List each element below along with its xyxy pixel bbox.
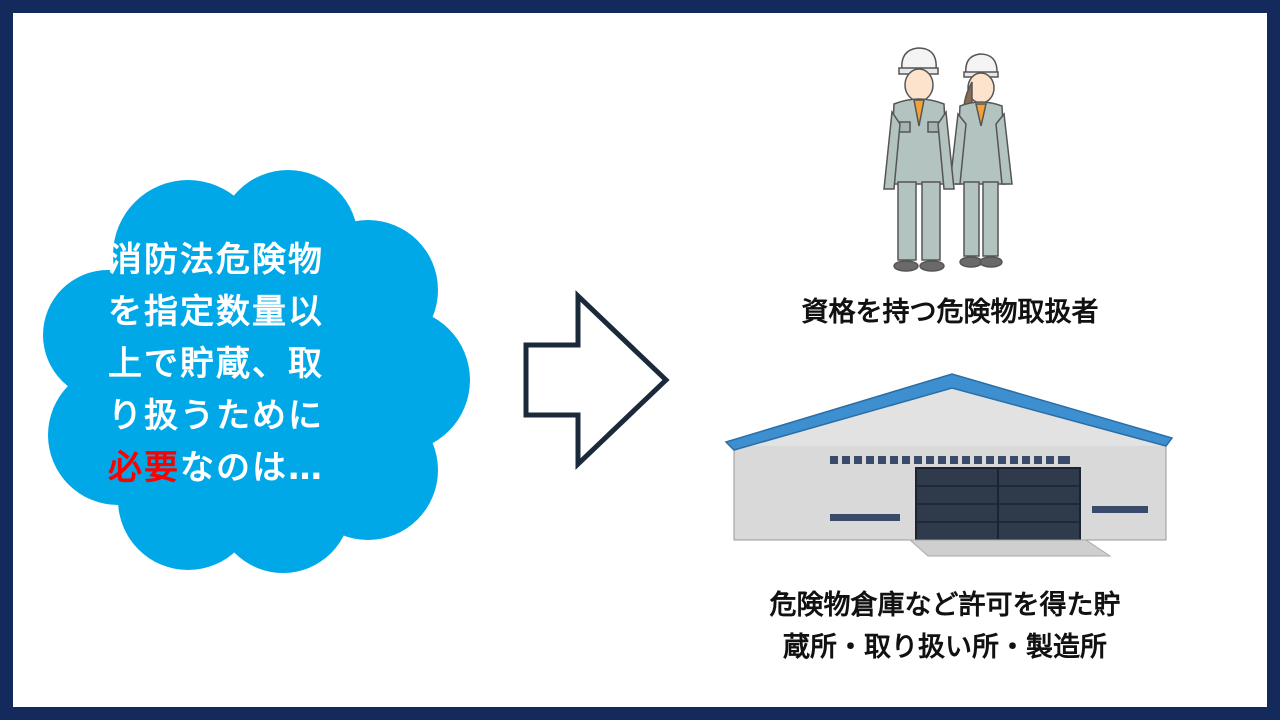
highlight-word: 必要 [108, 448, 180, 488]
workers-caption: 資格を持つ危険物取扱者 [801, 297, 1099, 328]
right-arrow-icon [523, 290, 670, 470]
warehouse-caption: 危険物倉庫など許可を得た貯 蔵所・取り扱い所・製造所 [640, 585, 1250, 669]
warehouse-icon [724, 373, 1174, 557]
warehouse-caption-line-2: 蔵所・取り扱い所・製造所 [783, 632, 1107, 663]
cloud-line-5: 必要なのは… [108, 442, 408, 494]
cloud-line-3: 上で貯蔵、取 [108, 344, 324, 384]
warehouse-caption-line-1: 危険物倉庫など許可を得た貯 [769, 590, 1121, 621]
cloud-line-4: り扱うために [108, 396, 324, 436]
cloud-line-5-rest: なのは… [180, 448, 324, 488]
cloud-line-2: を指定数量以 [108, 292, 324, 332]
cloud-text: 消防法危険物 を指定数量以 上で貯蔵、取 り扱うために 必要なのは… [108, 234, 408, 494]
cloud-line-1: 消防法危険物 [108, 240, 324, 280]
workers-icon [883, 47, 1013, 272]
cloud-shape [43, 170, 470, 573]
